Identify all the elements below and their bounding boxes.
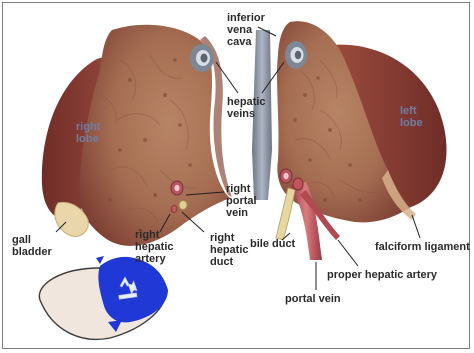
label-right-lobe-line2: lobe bbox=[76, 133, 99, 145]
liver-recycle-icon bbox=[39, 256, 168, 339]
label-inferior-vena-cava-line2: vena bbox=[227, 24, 253, 36]
label-hepatic-veins-line1: hepatic bbox=[227, 96, 266, 108]
label-right-hepatic-artery-line3: artery bbox=[135, 253, 166, 265]
label-right-portal-vein-line1: right bbox=[226, 183, 251, 195]
label-right-hepatic-duct-line2: hepatic bbox=[210, 244, 249, 256]
label-hepatic-veins-line2: veins bbox=[227, 108, 255, 120]
hepatic-vein-opening-right bbox=[285, 41, 307, 69]
right-liver-half bbox=[252, 21, 447, 260]
label-right-hepatic-duct-line3: duct bbox=[210, 256, 234, 268]
label-right-hepatic-duct: right hepatic duct bbox=[210, 232, 249, 268]
hepatic-vein-opening-left bbox=[190, 44, 214, 72]
label-inferior-vena-cava-line3: cava bbox=[227, 36, 252, 48]
label-inferior-vena-cava-line1: inferior bbox=[227, 12, 266, 24]
label-right-hepatic-artery-line1: right bbox=[135, 229, 160, 241]
label-gall-bladder: gall bladder bbox=[12, 234, 52, 258]
label-proper-hepatic-artery: proper hepatic artery bbox=[327, 269, 438, 281]
label-right-hepatic-duct-line1: right bbox=[210, 232, 235, 244]
label-portal-vein: portal vein bbox=[285, 293, 341, 305]
label-falciform-ligament: falciform ligament bbox=[375, 241, 470, 253]
label-right-portal-vein: right portal vein bbox=[226, 183, 257, 219]
left-liver-half bbox=[42, 25, 232, 246]
label-gall-bladder-line2: bladder bbox=[12, 246, 52, 258]
label-right-portal-vein-line2: portal bbox=[226, 195, 257, 207]
label-right-portal-vein-line3: vein bbox=[226, 207, 248, 219]
label-left-lobe-line2: lobe bbox=[400, 117, 423, 129]
label-bile-duct: bile duct bbox=[250, 238, 296, 250]
label-gall-bladder-line1: gall bbox=[12, 234, 31, 246]
label-right-hepatic-artery-line2: hepatic bbox=[135, 241, 174, 253]
label-left-lobe-line1: left bbox=[400, 105, 417, 117]
label-right-lobe: right lobe bbox=[76, 121, 101, 145]
label-right-lobe-line1: right bbox=[76, 121, 101, 133]
